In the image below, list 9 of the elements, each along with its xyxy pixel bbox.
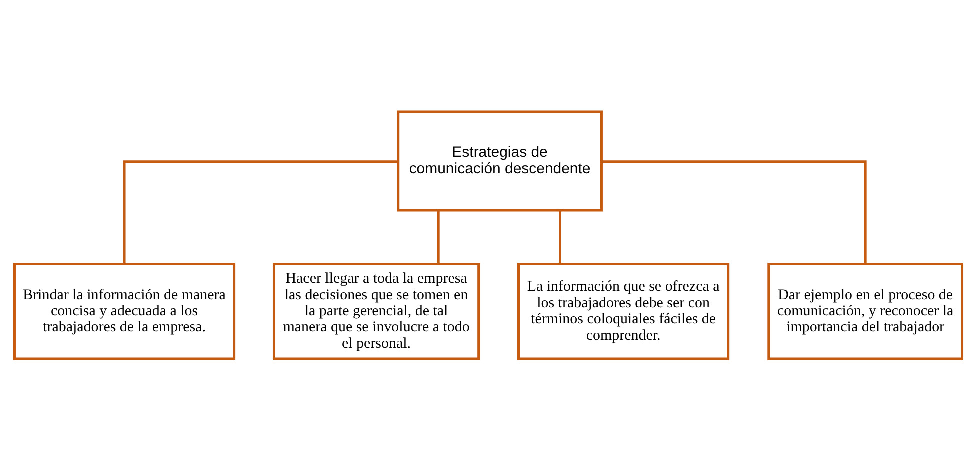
node-box: Estrategias de comunicación descendente: [397, 110, 603, 212]
connector: [437, 210, 440, 264]
node-box: Brindar la información de manera concisa y adecuada a los trabajadores de la empresa.: [13, 262, 236, 360]
node-box: Dar ejemplo en el proceso de comunicación, y reconocer la importancia del trabajador: [768, 262, 964, 360]
connector: [602, 160, 867, 264]
connector: [123, 160, 398, 264]
node-box: La información que se ofrezca a los trabajadores debe ser con términos coloquiales fáciles de comprender.: [518, 262, 730, 360]
connector: [558, 210, 562, 264]
node-box: Hacer llegar a toda la empresa las decisiones que se tomen en la parte gerencial, de tal manera que se involucre a todo el personal.: [272, 262, 480, 360]
